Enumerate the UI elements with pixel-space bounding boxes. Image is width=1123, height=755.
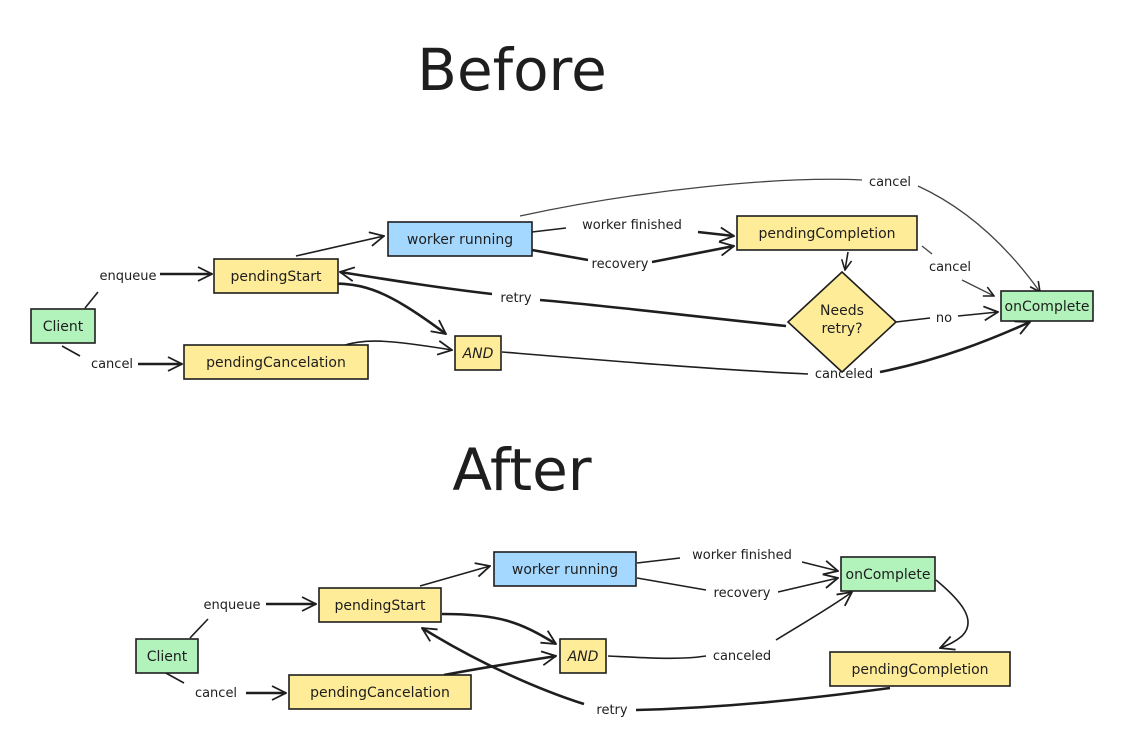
before-node-pending-start-label: pendingStart bbox=[230, 269, 322, 285]
after-edge-worker-finished-b bbox=[801, 562, 838, 571]
before-label-cancel-pending-completion: cancel bbox=[929, 260, 971, 275]
after-node-client-label: Client bbox=[147, 649, 188, 665]
before-edge-cancelation-to-and bbox=[341, 341, 452, 350]
after-edge-start-to-worker bbox=[419, 566, 490, 587]
after-label-recovery: recovery bbox=[714, 586, 771, 601]
after-node-pending-completion[interactable]: pendingCompletion bbox=[829, 651, 1011, 687]
before-edge-retry-a bbox=[539, 298, 787, 328]
before-node-pending-cancelation[interactable]: pendingCancelation bbox=[183, 344, 369, 380]
after-edge-start-to-and bbox=[441, 612, 556, 646]
before-edge-labels: enqueue cancel worker finished recovery … bbox=[91, 175, 971, 382]
after-node-pending-start[interactable]: pendingStart bbox=[318, 587, 442, 623]
before-label-cancel-client: cancel bbox=[91, 357, 133, 372]
before-edge-client-enqueue bbox=[84, 291, 99, 309]
before-node-and-label: AND bbox=[462, 346, 494, 362]
after-edge-complete-to-pending-completion bbox=[935, 579, 969, 648]
before-edge-no-b bbox=[957, 312, 998, 316]
before-edge-recovery-a bbox=[531, 248, 589, 262]
after-label-canceled: canceled bbox=[713, 649, 771, 664]
before-node-needs-retry[interactable]: Needs retry? bbox=[786, 270, 898, 374]
before-edge-start-to-worker bbox=[295, 236, 384, 257]
after-edge-recovery-b bbox=[777, 578, 838, 593]
before-label-no: no bbox=[936, 311, 952, 326]
after-title: After bbox=[452, 436, 591, 504]
before-node-client[interactable]: Client bbox=[30, 308, 96, 344]
after-node-on-complete-label: onComplete bbox=[846, 567, 931, 583]
after-node-on-complete[interactable]: onComplete bbox=[840, 556, 936, 592]
after-edge-retry-a bbox=[635, 686, 891, 712]
after-edge-client-cancel bbox=[163, 671, 185, 684]
after-node-and[interactable]: AND bbox=[559, 638, 607, 674]
before-label-recovery: recovery bbox=[592, 257, 649, 272]
after-node-worker-running[interactable]: worker running bbox=[493, 551, 637, 587]
after-edge-retry-b bbox=[422, 626, 585, 706]
before-edge-cancel-top-b bbox=[917, 185, 1040, 292]
before-edge-canceled-a bbox=[501, 351, 809, 375]
before-label-enqueue: enqueue bbox=[100, 269, 157, 284]
after-edge-canceled-b bbox=[775, 592, 852, 641]
after-edge-cancelation-to-and bbox=[443, 656, 556, 677]
before-title: Before bbox=[417, 36, 607, 104]
before-label-retry: retry bbox=[500, 291, 531, 306]
before-edge-cancel-pc-a bbox=[921, 245, 933, 255]
before-edge-canceled-b bbox=[879, 322, 1030, 374]
after-label-enqueue: enqueue bbox=[204, 598, 261, 613]
before-label-canceled: canceled bbox=[815, 367, 873, 382]
before-edge-completion-to-decision bbox=[845, 251, 848, 270]
after-edge-labels: enqueue cancel worker finished recovery … bbox=[195, 548, 792, 718]
after-label-cancel-client: cancel bbox=[195, 686, 237, 701]
before-edge-retry-b bbox=[340, 272, 493, 296]
before-node-pending-completion[interactable]: pendingCompletion bbox=[736, 215, 918, 251]
after-node-worker-running-label: worker running bbox=[512, 562, 618, 578]
before-edge-cancel-pc-b bbox=[961, 279, 994, 296]
before-edge-cancel-top-a bbox=[519, 178, 863, 217]
before-node-and[interactable]: AND bbox=[454, 335, 502, 371]
before-edge-worker-finished-a bbox=[531, 227, 567, 233]
before-section: Before bbox=[30, 36, 1094, 382]
before-node-pending-cancelation-label: pendingCancelation bbox=[206, 355, 346, 371]
after-label-retry: retry bbox=[596, 703, 627, 718]
after-edge-worker-finished-a bbox=[636, 557, 681, 564]
after-edge-recovery-a bbox=[636, 577, 707, 591]
before-node-on-complete[interactable]: onComplete bbox=[1000, 290, 1094, 322]
before-node-needs-retry-line2: retry? bbox=[821, 321, 862, 337]
after-edge-client-enqueue bbox=[189, 618, 209, 639]
after-node-pending-cancelation-label: pendingCancelation bbox=[310, 685, 450, 701]
before-edge-no-a bbox=[895, 317, 931, 323]
before-edge-client-cancel bbox=[61, 345, 81, 357]
before-edge-worker-finished-b bbox=[697, 232, 734, 236]
before-node-needs-retry-line1: Needs bbox=[820, 303, 864, 319]
before-node-pending-start[interactable]: pendingStart bbox=[213, 258, 339, 294]
after-node-pending-cancelation[interactable]: pendingCancelation bbox=[288, 674, 472, 710]
after-node-client[interactable]: Client bbox=[135, 638, 199, 674]
after-node-pending-start-label: pendingStart bbox=[334, 598, 426, 614]
after-node-and-label: AND bbox=[567, 649, 599, 665]
before-node-on-complete-label: onComplete bbox=[1005, 299, 1090, 315]
after-label-worker-finished: worker finished bbox=[692, 548, 792, 563]
before-node-pending-completion-label: pendingCompletion bbox=[758, 226, 895, 242]
before-node-worker-running[interactable]: worker running bbox=[387, 221, 533, 257]
after-edges bbox=[163, 557, 969, 712]
after-edge-canceled-a bbox=[607, 655, 707, 660]
after-node-pending-completion-label: pendingCompletion bbox=[851, 662, 988, 678]
before-node-worker-running-label: worker running bbox=[407, 232, 513, 248]
before-label-cancel-top: cancel bbox=[869, 175, 911, 190]
before-edge-recovery-b bbox=[651, 246, 734, 264]
before-label-worker-finished: worker finished bbox=[582, 218, 682, 233]
before-node-client-label: Client bbox=[43, 319, 84, 335]
after-section: After enqueue cancel worker finished rec… bbox=[135, 436, 1011, 718]
